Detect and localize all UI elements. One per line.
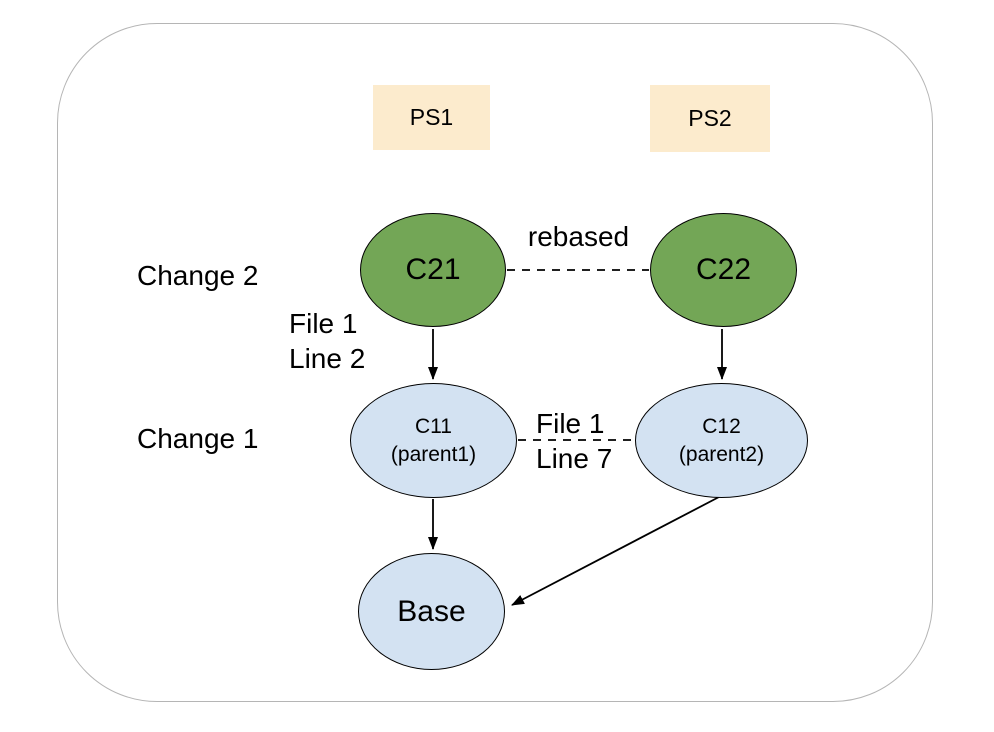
edge-label-file1-line2: File 1 Line 2 [289,306,365,376]
edge-label-file1-line2-line1: File 1 [289,308,358,339]
patchset-header-ps1: PS1 [373,85,490,150]
row-label-change-2: Change 2 [137,260,259,291]
node-c11: C11 (parent1) [350,383,517,498]
edge-label-file1-line7: File 1 Line 7 [536,406,612,476]
node-c21: C21 [360,213,506,327]
patchset-header-ps2-label: PS2 [688,105,732,131]
node-c11-sublabel: (parent1) [390,442,477,466]
node-c12-sublabel: (parent2) [678,442,765,466]
patchset-header-ps1-label: PS1 [409,104,454,130]
edge-label-file1-line2-line2: Line 2 [289,343,366,374]
edge-label-rebased: rebased [527,221,630,252]
node-c12: C12 (parent2) [635,383,808,498]
node-c22: C22 [650,213,797,327]
node-c22-label: C22 [695,253,752,286]
patchset-header-ps2: PS2 [650,85,770,152]
node-base: Base [358,553,505,670]
node-base-label: Base [397,594,466,628]
row-label-change-1: Change 1 [137,423,259,454]
node-c11-label: C11 [415,414,452,438]
edge-label-file1-line7-line2: Line 7 [536,443,613,474]
edge-label-file1-line7-line1: File 1 [536,408,605,439]
node-c21-label: C21 [405,253,461,286]
node-c12-label: C12 [702,414,741,438]
